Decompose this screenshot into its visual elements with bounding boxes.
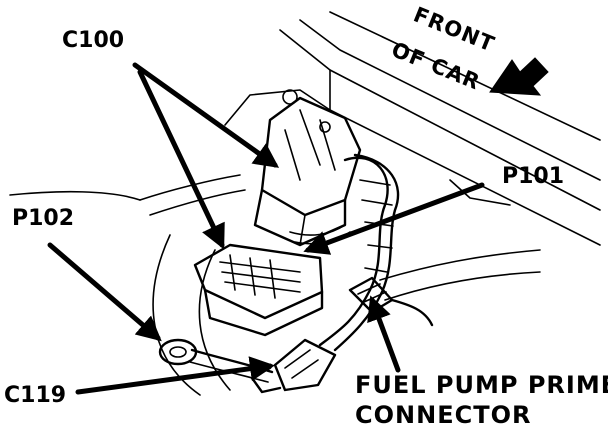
leader-arrows	[47, 62, 485, 395]
wire-harness-right	[289, 153, 400, 352]
c100-label: C100	[62, 28, 124, 53]
p101-label: P101	[502, 164, 564, 189]
c100-connector-upper	[253, 89, 362, 247]
c100-connector-lower	[193, 243, 324, 337]
fuel-pump-prime-caption-line2: CONNECTOR	[355, 401, 531, 428]
front-of-car-arrow-icon	[489, 57, 549, 96]
p101-arrow	[303, 182, 485, 255]
p102-label: P102	[12, 206, 74, 231]
fuel-pump-prime-arrow	[367, 295, 401, 373]
p102-arrow	[47, 242, 162, 342]
fuel-pump-prime-caption-line1: FUEL PUMP PRIME	[355, 371, 608, 399]
c119-arrow	[75, 356, 275, 395]
c100-arrow-lower	[137, 69, 225, 250]
vehicle-body-outline	[9, 11, 601, 396]
c119-label: C119	[4, 383, 66, 408]
c100-arrow-upper	[132, 62, 280, 168]
fuel-pump-prime-connector-shape	[348, 276, 434, 327]
